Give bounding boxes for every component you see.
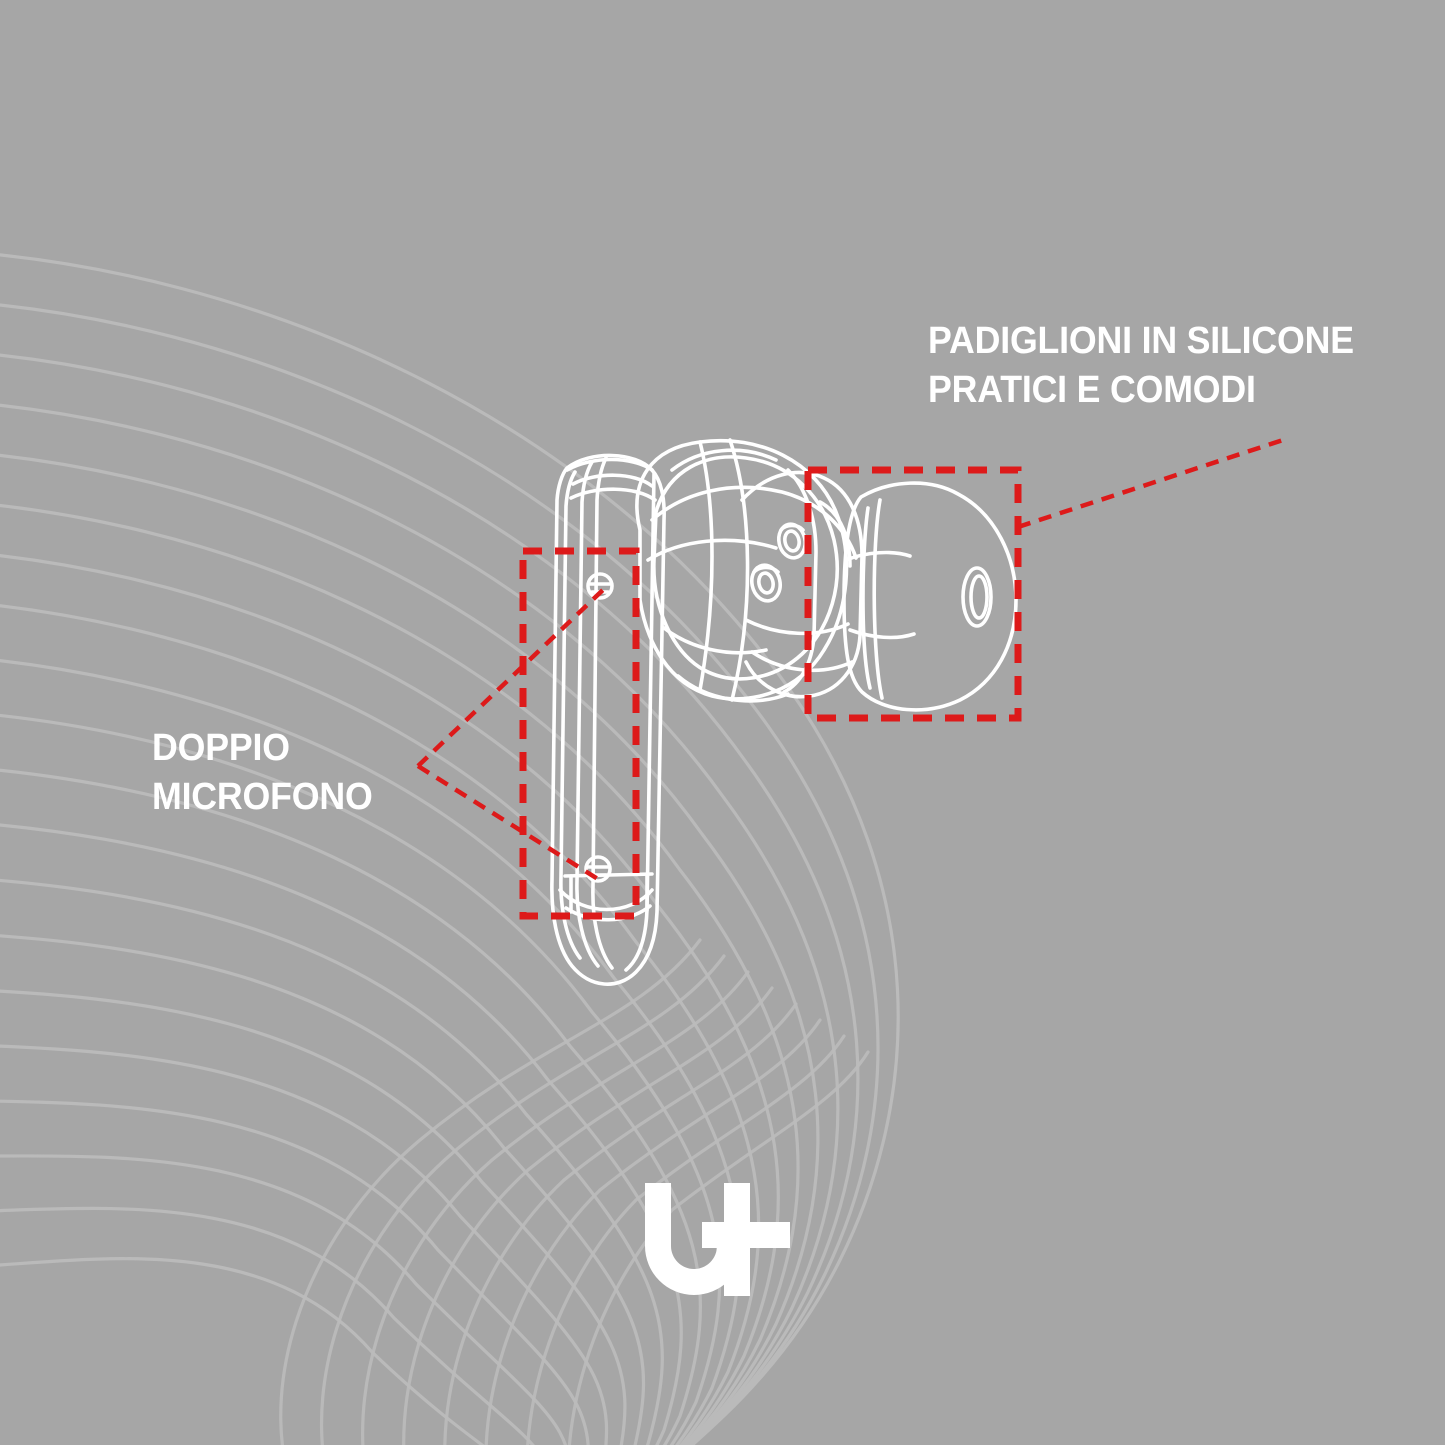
leader-line-silicone bbox=[1017, 437, 1284, 530]
highlight-box-microfono bbox=[519, 547, 640, 920]
brand-logo: U+ bbox=[645, 1183, 790, 1298]
ear-tip-opening bbox=[961, 566, 993, 628]
u-plus-logo-icon bbox=[645, 1183, 790, 1296]
microphone-port-lower-housing bbox=[750, 563, 782, 603]
leader-line-microfono-lower bbox=[416, 764, 603, 883]
silicone-ear-tip bbox=[842, 481, 1018, 712]
callout-label-silicone: PADIGLIONI IN SILICONE PRATICI E COMODI bbox=[928, 320, 1354, 411]
highlight-box-silicone bbox=[804, 466, 1022, 722]
leader-line-microfono-upper bbox=[416, 586, 607, 768]
callout-label-microfono: DOPPIO MICROFONO bbox=[152, 727, 373, 818]
